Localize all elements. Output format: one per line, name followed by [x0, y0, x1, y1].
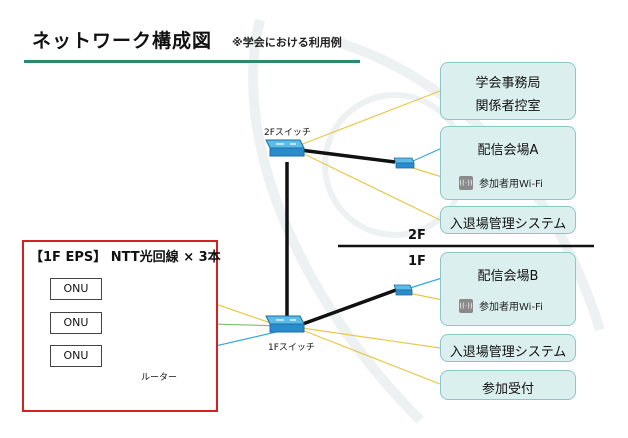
page-title: ネットワーク構成図 — [32, 30, 213, 52]
floor-label-1f: 1F — [408, 254, 426, 269]
onu-box-3: ONU — [50, 345, 102, 367]
wifi-icon: ((·)) — [459, 175, 473, 190]
page-subtitle: ※学会における利用例 — [232, 36, 342, 49]
entry-1f-label: 入退場管理システム — [449, 345, 567, 360]
wifi-icon: ((·)) — [459, 298, 473, 313]
trunk-1f-access — [299, 288, 397, 327]
office-label-line2: 関係者控室 — [475, 99, 541, 114]
onu-box-2: ONU — [50, 312, 102, 334]
office-label-line1: 学会事務局 — [475, 76, 541, 91]
trunk-2f-access — [299, 148, 396, 164]
venue-a-wifi-label: 参加者用Wi-Fi — [479, 179, 543, 190]
switch-1f-icon — [265, 315, 305, 333]
reception-box: 参加受付 — [440, 370, 576, 400]
venue-a-wifi: ((·)) 参加者用Wi-Fi — [459, 175, 543, 190]
entry-1f-box: 入退場管理システム — [440, 334, 576, 362]
switch-2f-icon — [265, 139, 305, 157]
title-underline — [24, 60, 360, 63]
venue-b-wifi-label: 参加者用Wi-Fi — [479, 302, 543, 313]
venue-b-label: 配信会場B — [477, 269, 539, 284]
venue-b-wifi: ((·)) 参加者用Wi-Fi — [459, 298, 543, 313]
switch-2f-label: 2Fスイッチ — [264, 128, 311, 138]
switch-1f-label: 1Fスイッチ — [268, 343, 315, 353]
access-switch-1f-icon — [393, 284, 413, 296]
entry-2f-label: 入退場管理システム — [449, 217, 567, 232]
eps-title: 【1F EPS】 NTT光回線 × 3本 — [30, 250, 221, 265]
venue-b-box: 配信会場B — [440, 252, 576, 326]
entry-2f-box: 入退場管理システム — [440, 206, 576, 234]
venue-a-label: 配信会場A — [477, 143, 539, 158]
access-switch-2f-icon — [393, 157, 415, 169]
router-label: ルーター — [141, 373, 178, 383]
reception-label: 参加受付 — [481, 382, 534, 397]
office-box: 学会事務局 関係者控室 — [440, 62, 576, 120]
floor-label-2f: 2F — [408, 228, 426, 243]
onu-box-1: ONU — [50, 278, 102, 300]
